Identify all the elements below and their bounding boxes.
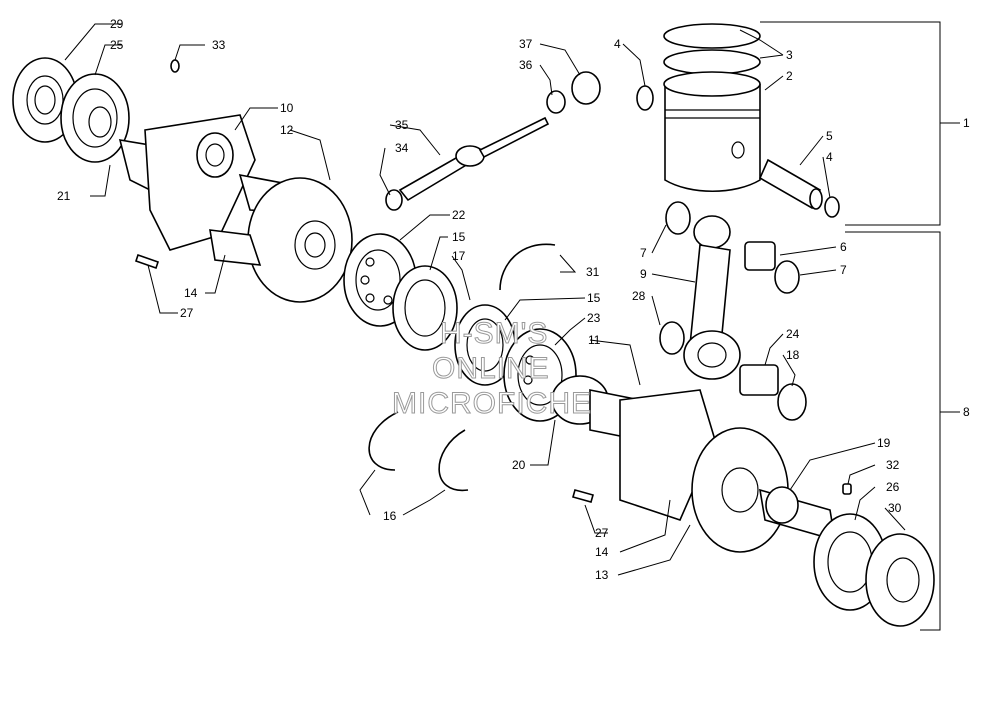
callout-14b: 14 (595, 545, 609, 559)
needle-bearing-6 (744, 241, 776, 271)
callout-7b: 7 (840, 263, 847, 277)
bearing-25 (60, 73, 130, 163)
callout-32: 32 (886, 458, 900, 472)
bearing-36 (546, 90, 566, 114)
snap-ring-16a (368, 411, 399, 471)
callout-27b: 27 (595, 526, 609, 540)
callout-33: 33 (212, 38, 226, 52)
watermark-line-2: ONLINE (432, 352, 550, 385)
piston-2 (663, 71, 761, 192)
callout-9: 9 (640, 267, 647, 281)
callout-10: 10 (280, 101, 294, 115)
callout-29: 29 (110, 17, 124, 31)
watermark-line-3: MICROFICHE (392, 387, 592, 420)
ring-15b (454, 304, 516, 386)
callout-1: 1 (963, 116, 970, 130)
circlip-4a (636, 85, 654, 111)
washer-34 (385, 189, 403, 211)
snap-ring-31 (499, 243, 556, 291)
screw-27a (134, 253, 160, 270)
needle-bearing-24 (739, 364, 779, 396)
callout-7a: 7 (640, 246, 647, 260)
callout-17: 17 (452, 249, 466, 263)
snap-ring-16b (438, 429, 469, 492)
callout-35: 35 (395, 118, 409, 132)
callout-16: 16 (383, 509, 397, 523)
callout-23: 23 (587, 311, 601, 325)
piston-pin-5 (758, 158, 823, 210)
screw-27b (572, 489, 594, 503)
callout-21: 21 (57, 189, 71, 203)
callout-25: 25 (110, 38, 124, 52)
bracket-8 (845, 231, 941, 631)
leader-lines (64, 23, 906, 576)
watermark: H-SM'S ONLINE MICROFICHE (392, 317, 592, 421)
callout-37: 37 (519, 37, 533, 51)
callout-31: 31 (586, 265, 600, 279)
pin-33 (170, 59, 180, 73)
callout-2: 2 (786, 69, 793, 83)
circlip-4b (824, 196, 840, 218)
callout-36: 36 (519, 58, 533, 72)
callout-24: 24 (786, 327, 800, 341)
callout-34: 34 (395, 141, 409, 155)
callout-22: 22 (452, 208, 466, 222)
callout-19: 19 (877, 436, 891, 450)
callout-18: 18 (786, 348, 800, 362)
callout-3: 3 (786, 48, 793, 62)
callout-28: 28 (632, 289, 646, 303)
callout-26: 26 (886, 480, 900, 494)
ring-15 (392, 265, 458, 351)
crank-half-left (118, 114, 353, 303)
seal-30 (865, 533, 935, 627)
callout-20: 20 (512, 458, 526, 472)
piston-rings-3 (663, 23, 761, 75)
crank-half-right (551, 375, 836, 553)
washer-28 (659, 321, 685, 355)
washer-7b (774, 260, 800, 294)
callout-15a: 15 (452, 230, 466, 244)
callout-labels: 1 2 3 4 5 4 6 7 7 8 9 10 12 11 13 14 14 … (57, 17, 970, 582)
watermark-line-1: H-SM'S (440, 317, 548, 350)
callout-15b: 15 (587, 291, 601, 305)
callout-27a: 27 (180, 306, 194, 320)
callout-13: 13 (595, 568, 609, 582)
drive-shaft-35 (398, 116, 550, 202)
callout-6: 6 (840, 240, 847, 254)
washer-7a (665, 201, 691, 235)
connecting-rod-9 (683, 215, 741, 380)
callout-4a: 4 (614, 37, 621, 51)
callout-8: 8 (963, 405, 970, 419)
callout-4b: 4 (826, 150, 833, 164)
callout-30: 30 (888, 501, 902, 515)
callout-5: 5 (826, 129, 833, 143)
callout-12: 12 (280, 123, 294, 137)
seal-37 (571, 71, 601, 105)
callout-14a: 14 (184, 286, 198, 300)
key-32 (842, 483, 852, 495)
washer-18 (777, 383, 807, 421)
callout-11: 11 (588, 333, 601, 347)
